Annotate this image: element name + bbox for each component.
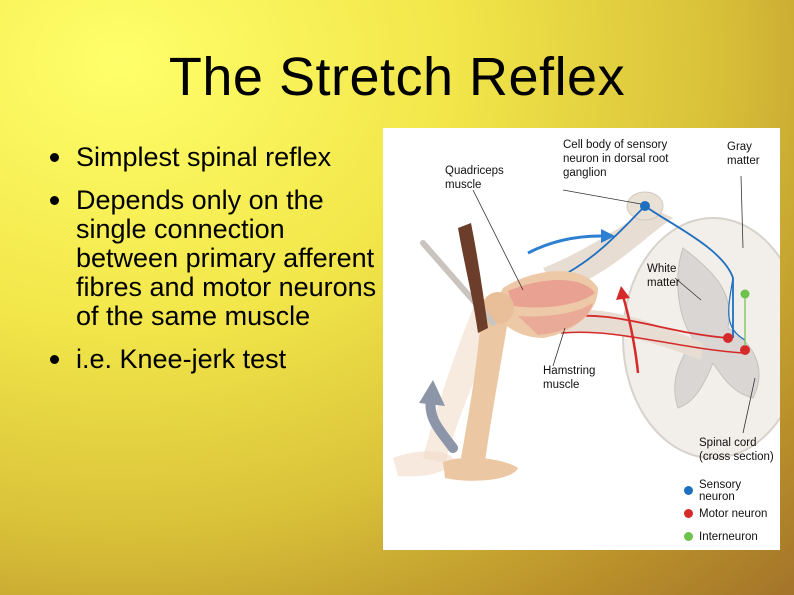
sensory-cell-body — [640, 201, 650, 211]
sensory-arrowhead — [601, 229, 615, 243]
sensory-arrow — [527, 234, 602, 255]
nerve-trunk — [543, 208, 673, 293]
motor-neuron-path-2 — [560, 331, 744, 354]
slide-title: The Stretch Reflex — [168, 47, 626, 107]
legend-sensory: Sensory neuron — [684, 479, 780, 503]
bullet-item: Depends only on the single connection be… — [48, 186, 378, 331]
bullet-item: i.e. Knee-jerk test — [48, 345, 378, 374]
gray-matter-shape — [674, 247, 760, 409]
foot-ghost — [393, 451, 453, 477]
knee-jerk-reflex-diagram: Quadriceps muscle Cell body of sensory n… — [383, 128, 780, 550]
motor-arrowhead — [616, 286, 630, 300]
label-gray-matter: Gray matter — [727, 141, 760, 167]
neuron-legend: Sensory neuron Motor neuron Interneuron — [684, 479, 780, 548]
motor-neuron-body-2 — [740, 345, 750, 355]
legend-interneuron: Interneuron — [684, 525, 780, 548]
interneuron-dot-icon — [684, 532, 693, 541]
sensory-dot-icon — [684, 486, 693, 495]
quadriceps-muscle — [508, 279, 595, 308]
hamstring-muscle-shape — [518, 303, 593, 335]
foot — [443, 457, 518, 481]
motor-neuron-body — [723, 333, 733, 343]
motion-arrowhead — [419, 380, 445, 406]
label-white-matter: White matter — [647, 263, 680, 289]
label-quadriceps: Quadriceps muscle — [445, 165, 504, 191]
lower-leg — [461, 313, 508, 462]
legend-motor: Motor neuron — [684, 502, 780, 525]
nerve-trunk-lower — [548, 309, 703, 360]
reflex-illustration — [393, 175, 780, 481]
motor-dot-icon — [684, 509, 693, 518]
label-spinal-cord: Spinal cord (cross section) — [699, 437, 774, 463]
label-cell-body: Cell body of sensory neuron in dorsal ro… — [563, 139, 669, 179]
reflex-hammer-head — [458, 223, 488, 333]
label-hamstring: Hamstring muscle — [543, 365, 596, 391]
interneuron-body — [740, 289, 750, 299]
sensory-neuron-branch — [728, 277, 746, 341]
motor-arrow — [621, 295, 640, 374]
bullet-item: Simplest spinal reflex — [48, 143, 378, 172]
bullet-list: Simplest spinal reflex Depends only on t… — [48, 143, 378, 388]
